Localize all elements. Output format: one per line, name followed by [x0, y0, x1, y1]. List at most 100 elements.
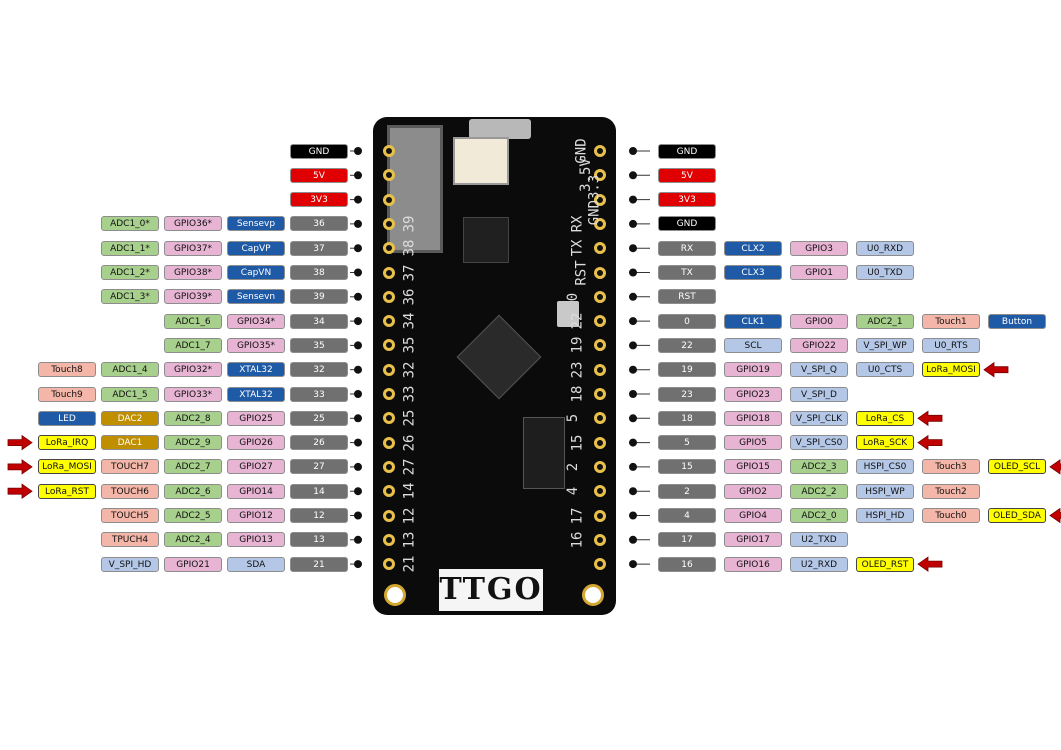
left-pin-row-9-label-3: XTAL32: [227, 362, 285, 378]
left-pin-hole-10: [383, 388, 395, 400]
right-pin-hole-11: [594, 412, 606, 425]
left-pin-hole-2: [383, 193, 395, 206]
left-pin-row-14-arrow: [7, 483, 33, 499]
mounting-hole-0: [384, 584, 406, 606]
silk-right-12: 15: [569, 434, 586, 452]
right-pin-row-5-label-0: TX: [658, 265, 716, 280]
left-pin-row-0-label-0: GND: [290, 143, 348, 159]
right-pin-row-14-label-0: 2: [658, 483, 716, 499]
right-pin-row-17-label-1: GPIO16: [724, 556, 782, 572]
right-pin-hole-14: [594, 485, 606, 498]
right-pin-row-8-label-1: SCL: [724, 337, 782, 353]
right-pin-row-16-label-2: U2_TXD: [790, 532, 848, 548]
silk-left-7: 33: [401, 385, 418, 403]
flash-chip: [523, 417, 565, 489]
right-pin-row-12-label-1: GPIO5: [724, 435, 782, 451]
left-pin-row-5-label-2: CapVN: [227, 265, 285, 280]
silk-left-8: 25: [401, 409, 418, 427]
left-pin-row-5-label-3: 38: [290, 265, 348, 280]
left-pin-row-12-label-1: DAC1: [101, 435, 159, 451]
left-pin-row-8-label-1: GPIO35*: [227, 337, 285, 353]
left-pin-row-6-label-3: 39: [290, 289, 348, 305]
silk-right-8: 19: [569, 336, 586, 354]
silk-right-10: 18: [569, 385, 586, 403]
left-pin-row-17-label-2: SDA: [227, 556, 285, 572]
left-pin-hole-4: [383, 242, 395, 255]
right-pin-row-3-label-0: GND: [658, 216, 716, 232]
silk-right-3: RX: [569, 215, 586, 233]
right-pin-row-8-dot: [629, 341, 637, 350]
right-pin-row-8-label-2: GPIO22: [790, 337, 848, 353]
right-pin-row-15-label-3: HSPI_HD: [856, 508, 914, 523]
right-pin-row-9-label-3: U0_CTS: [856, 362, 914, 378]
right-pin-hole-8: [594, 339, 606, 352]
left-pin-row-6-label-1: GPIO39*: [164, 289, 222, 305]
silk-left-10: 27: [401, 458, 418, 476]
right-pin-row-17-label-3: OLED_RST: [856, 556, 914, 572]
left-pin-hole-16: [383, 533, 395, 546]
right-pin-row-5-dot: [629, 268, 637, 277]
right-pin-row-11-label-1: GPIO18: [724, 410, 782, 426]
silk-right-9: 23: [569, 361, 586, 379]
left-pin-row-1-dot: [354, 171, 362, 180]
left-pin-row-13-label-3: GPIO27: [227, 459, 285, 475]
right-pin-row-0-label-0: GND: [658, 143, 716, 159]
left-pin-row-4-label-3: 37: [290, 240, 348, 256]
silk-right-13: 2: [565, 462, 582, 472]
left-pin-row-7-label-0: ADC1_6: [164, 313, 222, 329]
right-pin-row-5-label-3: U0_TXD: [856, 265, 914, 280]
right-pin-row-15-label-1: GPIO4: [724, 508, 782, 523]
left-pin-row-5-label-1: GPIO38*: [164, 265, 222, 280]
left-pin-row-13-label-2: ADC2_7: [164, 459, 222, 475]
left-pin-row-13-arrow: [7, 459, 33, 475]
right-pin-row-12-label-0: 5: [658, 435, 716, 451]
left-pin-row-15-label-3: 12: [290, 508, 348, 523]
left-pin-row-13-label-1: TOUCH7: [101, 459, 159, 475]
right-pin-row-15-label-2: ADC2_0: [790, 508, 848, 523]
left-pin-row-14-dot: [354, 487, 362, 496]
right-pin-row-11-label-0: 18: [658, 410, 716, 426]
left-pin-row-12-dot: [354, 438, 362, 447]
right-pin-row-8-label-3: V_SPI_WP: [856, 337, 914, 353]
right-pin-row-7-label-0: 0: [658, 313, 716, 329]
left-pin-row-11-label-4: 25: [290, 410, 348, 426]
left-pin-row-16-label-2: GPIO13: [227, 532, 285, 548]
right-pin-hole-4: [594, 242, 606, 255]
silk-left-6: 32: [401, 361, 418, 379]
right-pin-row-1-label-0: 5V: [658, 167, 716, 183]
right-pin-row-12-label-2: V_SPI_CS0: [790, 435, 848, 451]
right-pin-row-4-label-1: CLX2: [724, 240, 782, 256]
left-pin-row-13-dot: [354, 462, 362, 471]
left-pin-hole-12: [383, 436, 395, 449]
right-pin-row-15-arrow: [1049, 507, 1061, 524]
lora-chip: [463, 217, 509, 263]
silk-left-3: 36: [401, 288, 418, 306]
right-pin-row-6-label-0: RST: [658, 289, 716, 305]
logo-label: TTGO: [439, 569, 543, 611]
left-pin-row-5-label-0: ADC1_2*: [101, 265, 159, 280]
right-pin-row-2-dot: [629, 195, 637, 204]
left-pin-row-9-label-0: Touch8: [38, 362, 96, 378]
left-pin-row-7-label-1: GPIO34*: [227, 313, 285, 329]
right-pin-hole-13: [594, 460, 606, 473]
left-pin-row-17-label-1: GPIO21: [164, 556, 222, 572]
left-pin-hole-11: [383, 412, 395, 425]
left-pin-row-14-label-3: GPIO14: [227, 483, 285, 499]
left-pin-row-12-label-3: GPIO26: [227, 435, 285, 451]
left-pin-row-11-label-1: DAC2: [101, 410, 159, 426]
silk-left-5: 35: [401, 336, 418, 354]
left-pin-row-4-label-0: ADC1_1*: [101, 240, 159, 256]
left-pin-row-7-dot: [354, 317, 362, 326]
left-pin-hole-8: [383, 339, 395, 352]
left-pin-row-15-label-2: GPIO12: [227, 508, 285, 523]
left-pin-row-6-label-2: Sensevn: [227, 289, 285, 305]
right-pin-row-14-label-4: Touch2: [922, 483, 980, 499]
right-pin-row-2-label-0: 3V3: [658, 192, 716, 208]
right-pin-row-5-label-1: CLX3: [724, 265, 782, 280]
right-pin-hole-12: [594, 436, 606, 449]
left-pin-row-8-label-2: 35: [290, 337, 348, 353]
left-pin-row-12-arrow: [7, 434, 33, 451]
left-pin-row-10-label-2: GPIO33*: [164, 386, 222, 402]
right-pin-row-11-dot: [629, 414, 637, 423]
